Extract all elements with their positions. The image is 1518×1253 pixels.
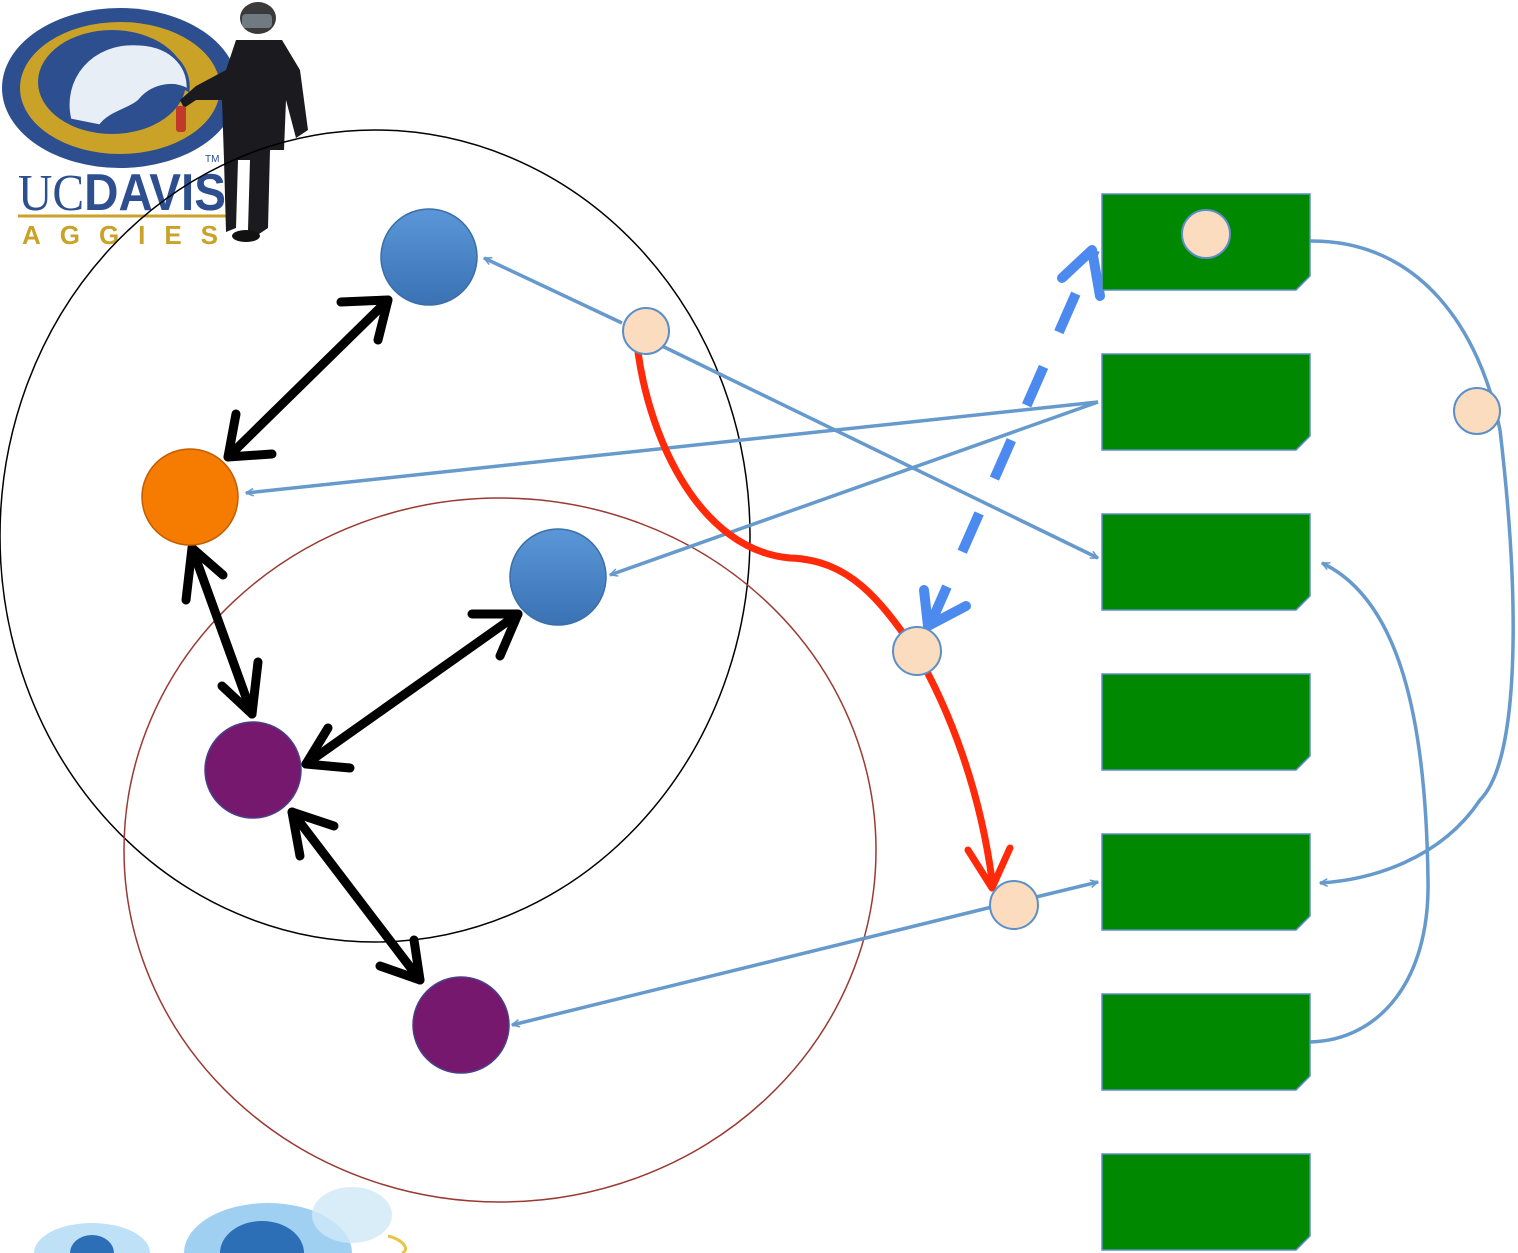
edge-orange-purple-mid [187, 543, 257, 719]
globe-small-core [70, 1235, 114, 1253]
link-token-to-block3 [659, 343, 1098, 560]
green-blocks [1101, 193, 1311, 1251]
block-4 [1101, 673, 1311, 771]
edge-purple-mid-purple-bottom [287, 807, 425, 985]
logo-tm: TM [205, 154, 219, 165]
red-path [634, 348, 996, 884]
edge-arrowhead [336, 295, 393, 345]
edge-arrowhead [217, 657, 263, 719]
tokens [622, 209, 1501, 930]
edge-arrowhead [181, 543, 228, 605]
block-6 [1101, 993, 1311, 1091]
dashed-arrowhead-top [1057, 245, 1105, 301]
globe-logo-icon [34, 1187, 407, 1253]
token-middle [892, 626, 942, 676]
node-blue-mid [509, 528, 607, 626]
scope-circle-black [0, 129, 751, 943]
globe-gold-swoosh [387, 1234, 407, 1253]
dashed-arrowhead-bottom [919, 585, 971, 631]
globe-large-core [220, 1221, 304, 1253]
logo-uc-davis: UCDAVIS [18, 164, 226, 222]
globe-back [312, 1187, 392, 1243]
scope-circle-red [123, 497, 877, 1203]
link-block2-to-orange [246, 400, 1099, 493]
token-top [622, 307, 670, 355]
edge-arrowhead [301, 723, 355, 773]
link-token-to-blue-top [484, 256, 623, 325]
edge-arrowhead [467, 609, 523, 661]
officer-body [180, 40, 308, 236]
edge-blue-top-orange [223, 295, 393, 462]
node-purple-bottom [412, 976, 510, 1074]
edge-arrowhead [287, 807, 339, 861]
dashed-link [925, 247, 1100, 628]
link-curve-block1-to-block5 [1309, 239, 1515, 883]
block-2 [1101, 353, 1311, 451]
officer-boots [232, 230, 260, 242]
link-block2-to-blue-mid [610, 400, 1099, 575]
link-token-to-purple-bottom [512, 903, 1001, 1025]
node-blue-top [380, 208, 478, 306]
token-bottom [989, 880, 1039, 930]
link-curve-block6-to-block3 [1309, 561, 1430, 1044]
logo-aggies: AGGIES [22, 220, 218, 250]
edge-arrowhead [375, 935, 425, 985]
black-edges [181, 295, 523, 985]
node-orange [141, 448, 239, 546]
uc-davis-aggies-logo: TM UCDAVIS AGGIES [2, 8, 238, 250]
token-right [1453, 387, 1501, 435]
block-5 [1101, 833, 1311, 931]
link-token-to-block5 [1035, 882, 1098, 899]
token-in-block-1 [1181, 209, 1231, 259]
officer-visor [242, 14, 272, 28]
node-purple-mid [204, 721, 302, 819]
red-arrowhead [964, 844, 1014, 892]
mustang-head-icon [66, 42, 190, 128]
pepper-spray-can [176, 106, 186, 132]
block-7 [1101, 1153, 1311, 1251]
edge-arrowhead [223, 409, 277, 462]
block-3 [1101, 513, 1311, 611]
edge-blue-mid-purple-mid [301, 609, 523, 769]
police-officer-figure [176, 2, 308, 242]
